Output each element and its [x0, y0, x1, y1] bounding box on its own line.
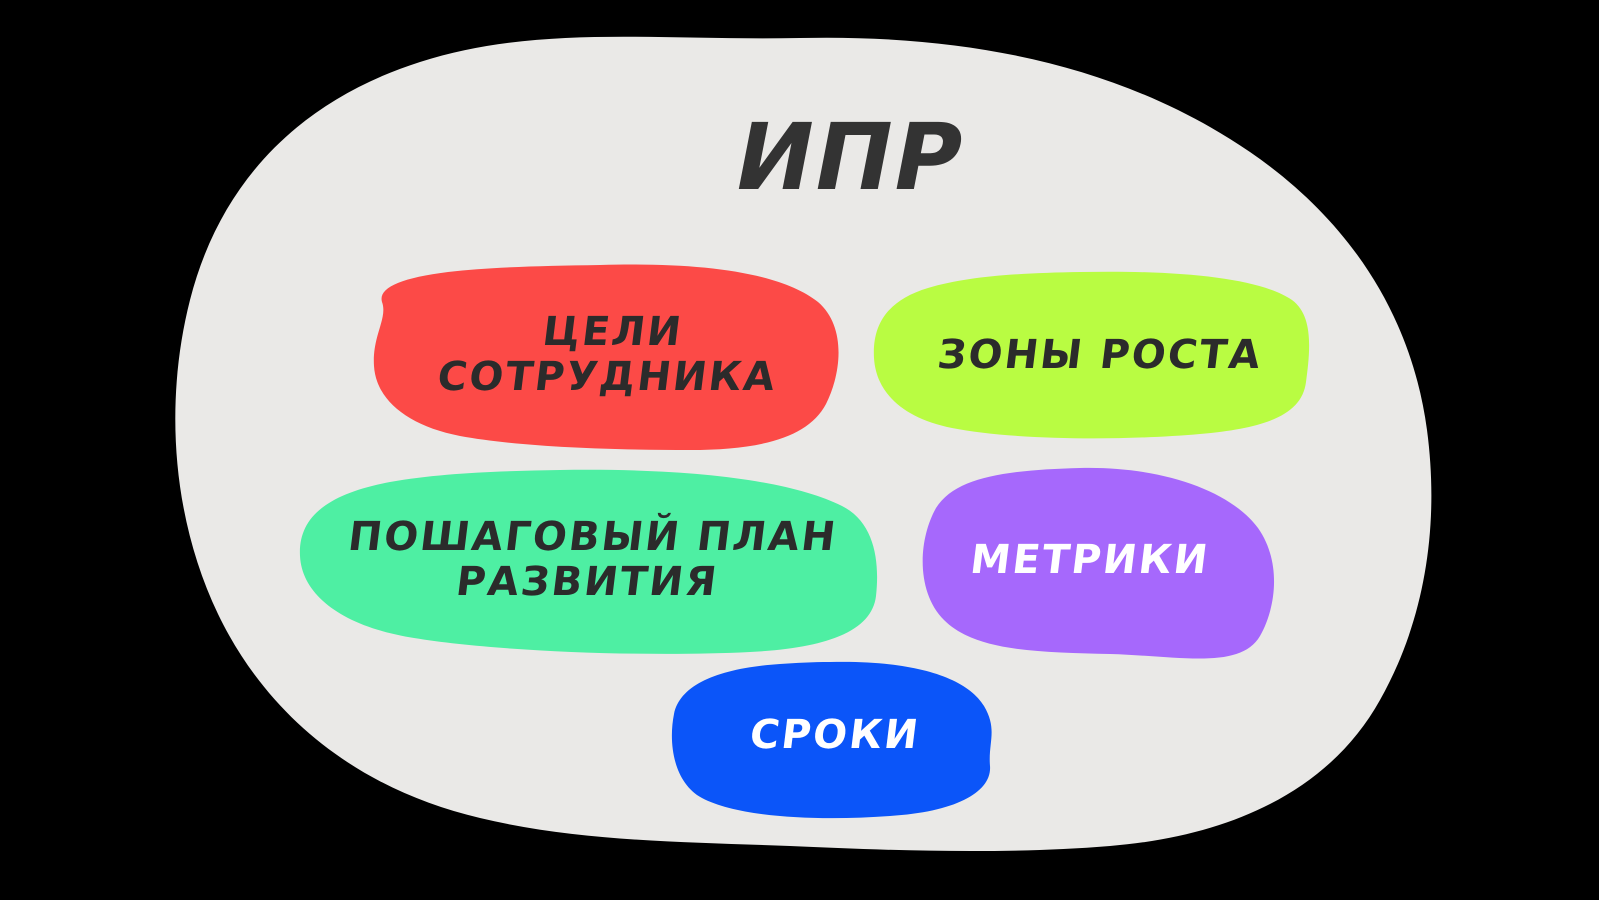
blob-goals[interactable]	[373, 264, 839, 450]
blob-deadlines[interactable]	[671, 661, 992, 819]
blob-plan[interactable]	[299, 469, 878, 654]
blob-growth[interactable]	[873, 271, 1310, 439]
blob-metrics[interactable]	[922, 467, 1275, 659]
page-title: ИПР	[726, 104, 974, 211]
